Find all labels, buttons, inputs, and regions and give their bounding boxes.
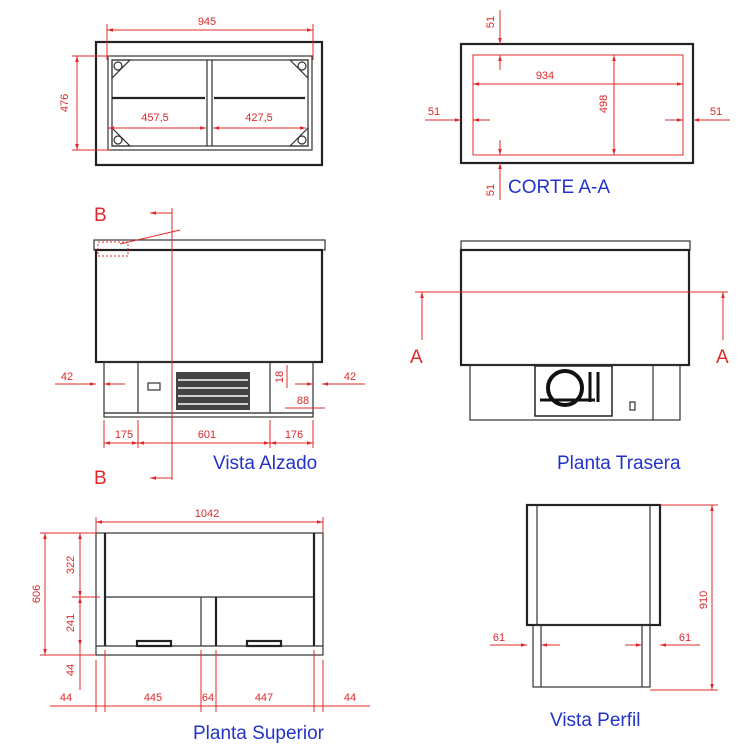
front-elevation-view: B B 42 42 175 601 176 18 88 Vista Alzado [55, 205, 365, 489]
dim-left: 457,5 [141, 112, 169, 124]
dim-seg3: 176 [285, 429, 303, 441]
dim-top: 51 [485, 16, 497, 28]
corner-bracket-icons [111, 59, 309, 147]
dim-width: 1042 [195, 508, 219, 520]
dim-left: 61 [493, 632, 505, 644]
dim-right: 51 [710, 106, 722, 118]
view-title-alzado: Vista Alzado [213, 453, 317, 474]
dim-total-h: 606 [31, 585, 43, 603]
dim-inner-height: 498 [598, 95, 610, 113]
dim-small-h: 18 [274, 371, 286, 383]
dim-seg1: 175 [115, 429, 133, 441]
view-title-corte: CORTE A-A [508, 177, 610, 198]
dim-h1: 322 [65, 556, 77, 574]
dim-inner-width: 934 [536, 70, 554, 82]
dim-right: 61 [679, 632, 691, 644]
dim-bottom: 51 [485, 184, 497, 196]
side-view: 910 61 61 Vista Perfil [490, 503, 718, 731]
dim-left-offset: 42 [61, 371, 73, 383]
dim-b4: 447 [255, 692, 273, 704]
dim-right-offset: 42 [344, 371, 356, 383]
dim-h2: 241 [65, 614, 77, 632]
dim-width: 945 [198, 16, 216, 28]
top-plan-view: 945 476 457,5 427,5 [59, 16, 324, 167]
dim-b2: 445 [144, 692, 162, 704]
dim-seg2: 601 [198, 429, 216, 441]
section-mark-a-right: A [716, 347, 729, 368]
dim-b1: 44 [60, 692, 72, 704]
view-title-trasera: Planta Trasera [557, 453, 681, 474]
view-title-perfil: Vista Perfil [550, 710, 640, 731]
view-title-superior: Planta Superior [193, 723, 325, 744]
dim-right: 427,5 [245, 112, 273, 124]
rear-view: A A Planta Trasera [410, 240, 729, 474]
dim-height: 910 [698, 591, 710, 609]
dim-small-w: 88 [297, 395, 309, 407]
dim-left: 51 [428, 106, 440, 118]
section-mark-a-left: A [410, 347, 423, 368]
dim-h3: 44 [65, 664, 77, 676]
top-view: 1042 606 322 241 44 44 445 64 447 44 Pla… [31, 508, 370, 744]
section-a-a-view: 934 498 51 51 51 51 CORTE A-A [425, 10, 730, 200]
dim-b5: 44 [344, 692, 356, 704]
condenser-grille-icon [176, 372, 250, 410]
compressor-icon [534, 365, 613, 417]
dim-b3: 64 [202, 692, 214, 704]
dim-depth: 476 [59, 94, 71, 112]
section-mark-b-bottom: B [94, 468, 107, 489]
section-mark-b-top: B [94, 205, 107, 226]
